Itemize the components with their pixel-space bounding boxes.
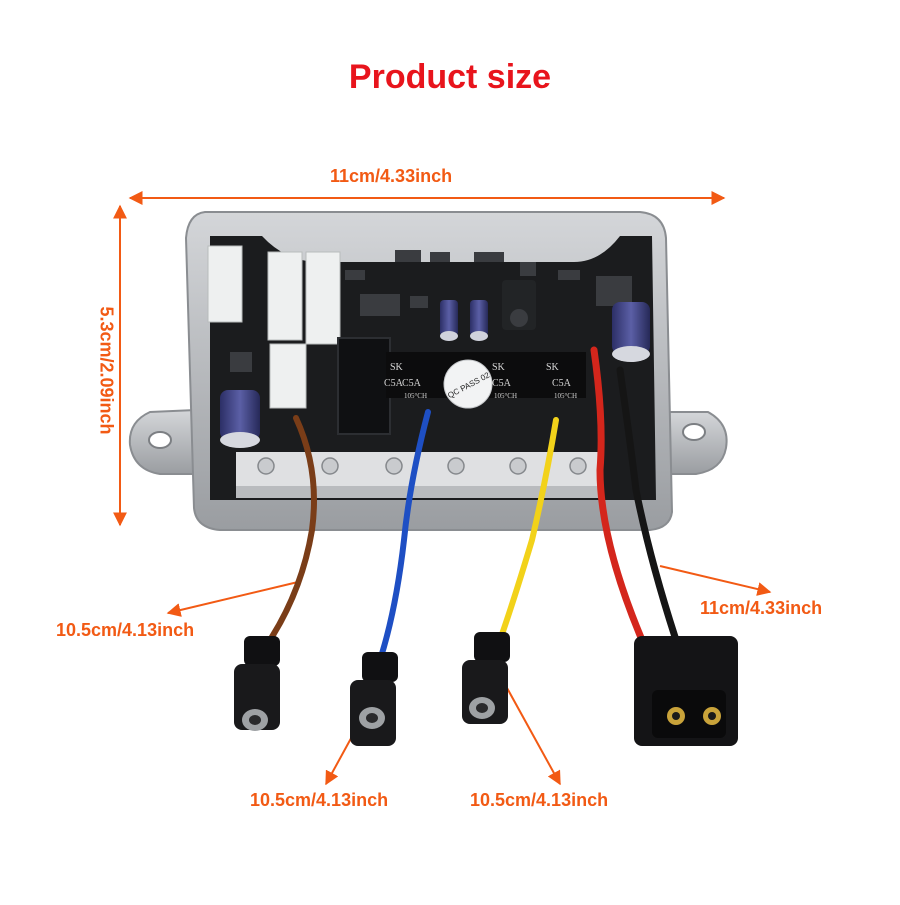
small-capacitors xyxy=(440,300,488,341)
inductor xyxy=(337,337,391,435)
board-components xyxy=(230,250,632,372)
large-capacitors xyxy=(220,302,650,448)
mark-c5a-2: C5A xyxy=(402,378,422,389)
mark-c5a-4: C5A xyxy=(552,378,572,389)
yellow-bullet-connector xyxy=(462,632,510,724)
left-mount-hole xyxy=(148,431,172,449)
mark-c5a-1: C5A xyxy=(384,378,404,389)
white-header-connectors xyxy=(207,245,341,409)
power-cable-arrow xyxy=(659,565,772,596)
mark-sk-1: SK xyxy=(390,362,404,373)
blue-wire xyxy=(377,409,431,663)
qc-pass-sticker xyxy=(443,359,493,409)
terminal-screws xyxy=(257,457,587,475)
blue-bullet-connector xyxy=(350,652,398,746)
blue-cable-length-label: 10.5cm/4.13inch xyxy=(250,790,389,810)
yellow-cable-length-label: 10.5cm/4.13inch xyxy=(470,790,609,810)
power-cable-length-label: 11cm/4.33inch xyxy=(700,598,823,618)
page-title: Product size xyxy=(348,58,552,96)
brown-cable-arrow xyxy=(166,581,299,617)
yellow-wire xyxy=(497,417,559,643)
power-connector xyxy=(634,636,738,746)
mark-105-2: 105°CH xyxy=(494,392,517,400)
mark-c5a-3: C5A xyxy=(492,378,512,389)
width-dimension-label: 11cm/4.33inch xyxy=(330,166,453,186)
mark-sk-3: SK xyxy=(546,362,560,373)
mark-105-3: 105°CH xyxy=(554,392,577,400)
red-wire xyxy=(590,346,646,644)
black-wire xyxy=(616,366,680,644)
right-mount-flange xyxy=(661,411,728,475)
brown-bullet-connector xyxy=(234,636,280,731)
right-mount-hole xyxy=(682,423,706,441)
height-dimension-label: 5.3cm/2.09inch xyxy=(96,306,117,435)
mark-105-1: 105°CH xyxy=(404,392,427,400)
mark-sk-2: SK xyxy=(492,362,506,373)
brown-cable-length-label: 10.5cm/4.13inch xyxy=(56,620,195,640)
brown-wire xyxy=(267,415,317,643)
